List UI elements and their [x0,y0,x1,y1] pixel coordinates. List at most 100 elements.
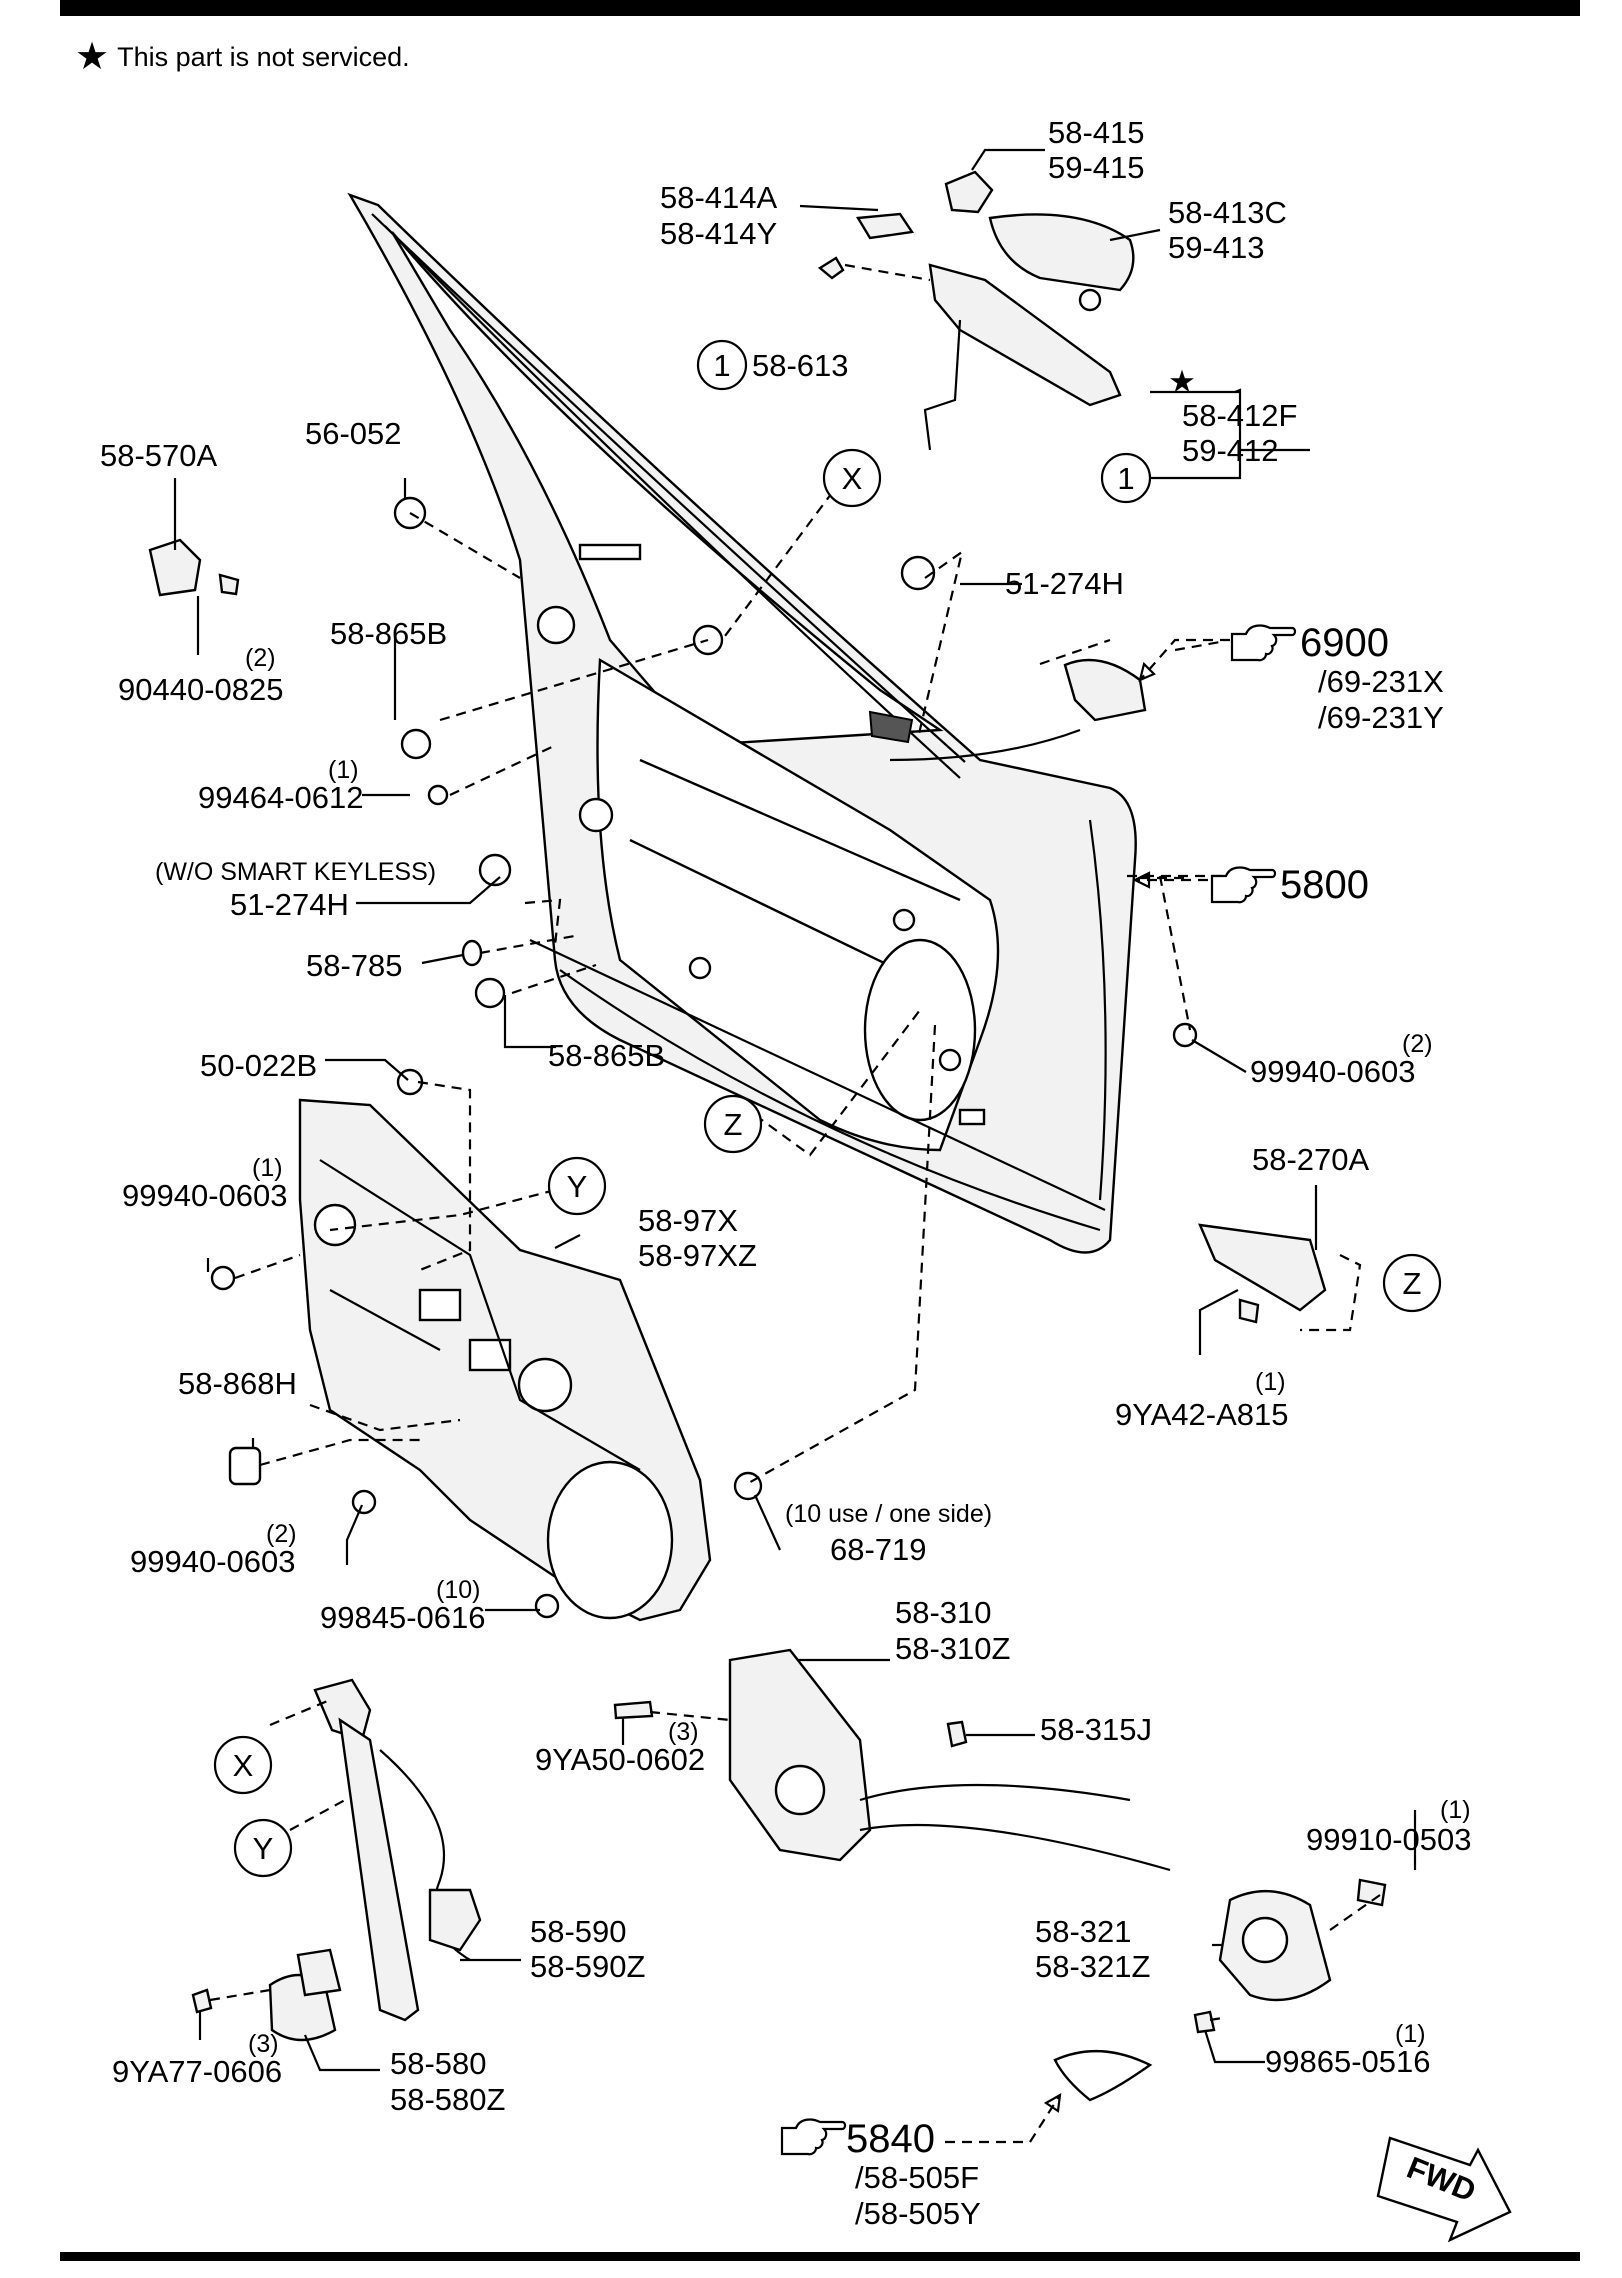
callout-x-bottom-label: X [233,1748,254,1783]
label-9ya50-qty: (3) [668,1718,699,1746]
window-regulator [268,1678,482,2042]
callout-z-top [703,1094,763,1154]
door-shell [347,192,1137,1254]
label-51-274h-top: 51-274H [1005,566,1124,601]
top-rule [60,0,1580,16]
callout-y-top [547,1156,607,1216]
label-58-580z: 58-580Z [390,2082,505,2117]
label-58-97xz: 58-97XZ [638,1238,757,1273]
reference-callouts: X Y Z Z X Y 1 1 [213,339,1442,1878]
label-69-231y: /69-231Y [1318,700,1444,735]
label-58-414a: 58-414A [660,180,778,215]
label-99464-0612: 99464-0612 [198,780,364,815]
label-58-865b-top: 58-865B [330,616,447,651]
label-58-580: 58-580 [390,2046,487,2081]
label-58-310: 58-310 [895,1595,992,1630]
label-9ya42-qty: (1) [1255,1368,1286,1396]
door-module-panel [298,1098,712,1622]
label-56-052: 56-052 [305,416,402,451]
callout-y-bottom [233,1818,293,1878]
callout-x-bottom [213,1735,273,1795]
label-99845-qty: (10) [436,1576,480,1604]
label-99940-0603-left: 99940-0603 [122,1178,288,1213]
callout-y-bottom-label: Y [253,1831,274,1866]
callout-y-top-label: Y [567,1169,588,1204]
callout-1-a [696,339,748,391]
label-9ya77-0606: 9YA77-0606 [112,2054,282,2089]
label-58-315j: 58-315J [1040,1712,1152,1747]
label-59-415: 59-415 [1048,150,1145,185]
label-59-412: 59-412 [1182,433,1279,468]
label-58-414y: 58-414Y [660,216,777,251]
small-parts [148,496,1327,2034]
label-9ya50-0602: 9YA50-0602 [535,1742,705,1777]
label-6900: 6900 [1300,621,1389,665]
label-10-use-one-side: (10 use / one side) [785,1500,992,1528]
callout-z-right-label: Z [1403,1266,1422,1301]
callout-z-right [1382,1253,1442,1313]
callout-x-top [822,448,882,508]
label-58-590: 58-590 [530,1914,627,1949]
label-58-613: 58-613 [752,348,849,383]
label-58-865b-bot: 58-865B [548,1038,665,1073]
label-58-570a: 58-570A [100,438,218,473]
label-99940-l-qty: (1) [252,1154,283,1182]
label-99910-0503: 99910-0503 [1306,1822,1472,1857]
label-99845-0616: 99845-0616 [320,1600,486,1635]
label-9ya42-a815: 9YA42-A815 [1115,1397,1289,1432]
label-5800: 5800 [1280,863,1369,907]
label-51-274h-mid: 51-274H [230,887,349,922]
dashed-guides [209,263,1381,2144]
callout-z-top-label: Z [724,1107,743,1142]
callout-1-a-label: 1 [713,348,730,383]
label-68-719: 68-719 [830,1532,927,1567]
part-labels: 58-415 59-415 58-414A 58-414Y 58-413C 59… [100,115,1472,2231]
star-icon: ★ [1168,364,1196,399]
label-58-785: 58-785 [306,948,403,983]
label-58-310z: 58-310Z [895,1631,1010,1666]
label-wo-smart-keyless: (W/O SMART KEYLESS) [155,858,436,886]
label-58-505y: /58-505Y [855,2196,981,2231]
label-58-97x: 58-97X [638,1203,738,1238]
pointing-hand-icon [1210,866,1277,904]
leader-lines [173,148,1417,2072]
label-58-505f: /58-505F [855,2160,979,2195]
label-58-415: 58-415 [1048,115,1145,150]
label-58-321z: 58-321Z [1035,1949,1150,1984]
label-58-590z: 58-590Z [530,1949,645,1984]
label-99940-b-qty: (2) [266,1520,297,1548]
pointing-hand-icon [1230,624,1297,662]
label-90440-0825: 90440-0825 [118,672,284,707]
forward-arrow-icon: FWD [1376,2136,1512,2243]
label-99940-r-qty: (2) [1402,1030,1433,1058]
label-58-321: 58-321 [1035,1914,1132,1949]
callout-x-top-label: X [842,461,863,496]
label-90440-qty: (2) [245,644,276,672]
notice-text: This part is not serviced. [117,41,410,72]
label-50-022b: 50-022B [200,1048,317,1083]
label-69-231x: /69-231X [1318,664,1444,699]
label-99865-0516: 99865-0516 [1265,2044,1431,2079]
pointing-hand-icon [780,2118,847,2156]
outer-handle-assembly [817,170,1135,451]
label-99865-qty: (1) [1395,2020,1426,2048]
label-58-413c: 58-413C [1168,195,1287,230]
callout-1-b [1100,452,1152,504]
door-latch-assembly [728,1648,1387,2102]
label-58-868h: 58-868H [178,1366,297,1401]
callout-1-b-label: 1 [1117,461,1134,496]
label-99910-qty: (1) [1440,1796,1471,1824]
label-59-413: 59-413 [1168,230,1265,265]
label-58-412f: 58-412F [1182,398,1297,433]
label-5840: 5840 [846,2117,935,2161]
not-serviced-notice: ★ This part is not serviced. [75,38,410,76]
label-99940-0603-right: 99940-0603 [1250,1054,1416,1089]
star-icon: ★ [75,36,110,78]
label-58-270a: 58-270A [1252,1142,1370,1177]
label-9ya77-qty: (3) [248,2030,279,2058]
label-99464-qty: (1) [328,756,359,784]
label-99940-0603-bottom: 99940-0603 [130,1544,296,1579]
bottom-rule [60,2252,1580,2261]
reference-arrows [1043,638,1230,2113]
